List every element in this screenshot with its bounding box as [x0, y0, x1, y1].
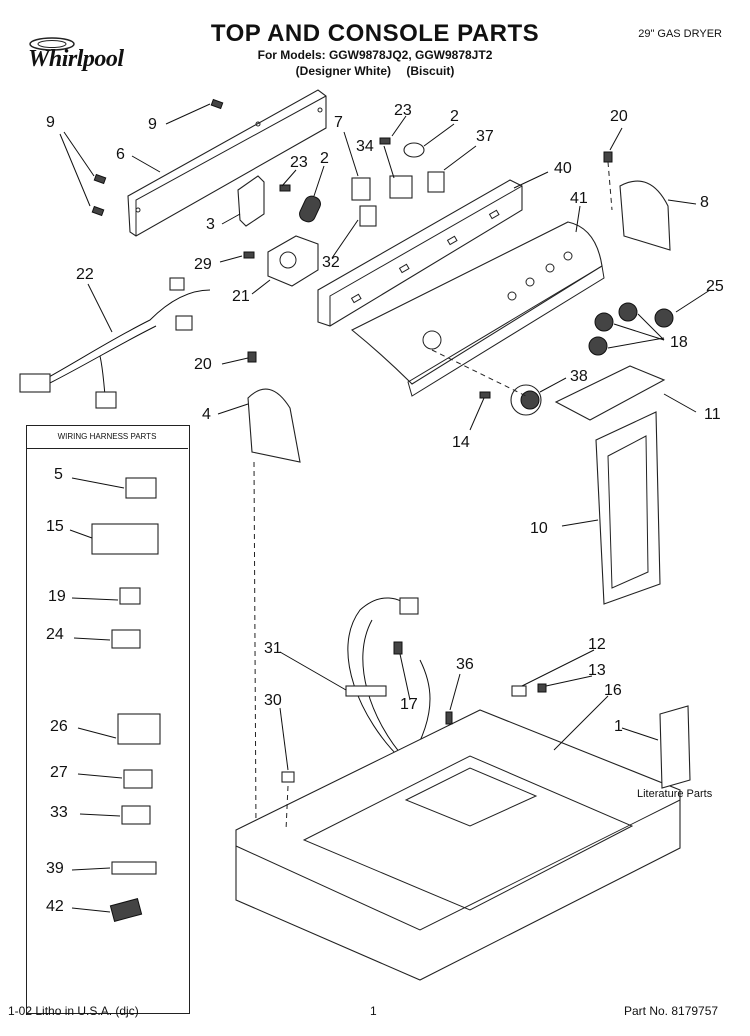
part-29-screw	[243, 251, 255, 259]
part-31-wiring-harness	[345, 597, 431, 761]
part-3-bracket	[237, 175, 265, 227]
wiring-harness-parts-title: WIRING HARNESS PARTS	[57, 432, 157, 441]
part-18-25-knobs	[588, 302, 674, 356]
part-36-screw	[445, 711, 453, 725]
part-17-screw	[393, 641, 403, 655]
callout-5: 5	[54, 466, 63, 483]
callout-27: 27	[50, 764, 68, 781]
callout-29: 29	[194, 256, 212, 273]
part-30-clip	[281, 771, 295, 783]
callout-39: 39	[46, 860, 64, 877]
part-6-rear-panel	[127, 89, 327, 237]
part-11-lint-screen	[554, 365, 666, 421]
callout-26: 26	[50, 718, 68, 735]
leader-lines	[59, 103, 711, 913]
callout-1: 1	[614, 718, 623, 735]
callout-23a: 23	[290, 154, 308, 171]
callout-20b: 20	[194, 356, 212, 373]
callout-21: 21	[232, 288, 250, 305]
callout-3: 3	[206, 216, 215, 233]
part-4-end-cap-left	[247, 388, 301, 463]
dryer-type-label: 29" GAS DRYER	[638, 28, 722, 40]
whirlpool-logo	[29, 37, 75, 51]
callout-32: 32	[322, 254, 340, 271]
callout-37: 37	[476, 128, 494, 145]
variant-designer-white: (Designer White)	[295, 64, 391, 78]
callout-42: 42	[46, 898, 64, 915]
callout-8: 8	[700, 194, 709, 211]
callout-36: 36	[456, 656, 474, 673]
callout-17: 17	[400, 696, 418, 713]
brand-name: Whirlpool	[28, 46, 124, 72]
callout-41: 41	[570, 190, 588, 207]
footer-litho: 1-02 Litho in U.S.A. (djc)	[8, 1004, 139, 1018]
callout-18: 18	[670, 334, 688, 351]
callout-38: 38	[570, 368, 588, 385]
part-41-console	[350, 221, 605, 397]
part-14-screw	[479, 391, 491, 399]
callout-10: 10	[530, 520, 548, 537]
part-23-screws	[279, 137, 391, 192]
part-7-34-32-37-switches	[351, 171, 445, 227]
callout-30: 30	[264, 692, 282, 709]
callout-33: 33	[50, 804, 68, 821]
harness-box-divider	[26, 448, 188, 449]
part-13-screw	[537, 683, 547, 693]
callout-7: 7	[334, 114, 343, 131]
callout-9b: 9	[148, 116, 157, 133]
callout-19: 19	[48, 588, 66, 605]
part-20-screw-left	[247, 351, 257, 363]
callout-16: 16	[604, 682, 622, 699]
footer-page-number: 1	[370, 1004, 377, 1018]
callout-23b: 23	[394, 102, 412, 119]
callout-24: 24	[46, 626, 64, 643]
part-16-top	[235, 709, 681, 981]
part-1-literature	[659, 705, 691, 789]
part-20-screw-right	[603, 151, 613, 163]
callout-13: 13	[588, 662, 606, 679]
part-12-clip	[511, 685, 527, 697]
callout-4: 4	[202, 406, 211, 423]
callout-40: 40	[554, 160, 572, 177]
callout-2a: 2	[320, 150, 329, 167]
callout-25: 25	[706, 278, 724, 295]
part-10-lint-housing	[595, 411, 661, 605]
callout-34: 34	[356, 138, 374, 155]
callout-22: 22	[76, 266, 94, 283]
footer-part-number: Part No. 8179757	[624, 1004, 719, 1018]
callout-31: 31	[264, 640, 282, 657]
part-8-end-cap-right	[619, 180, 671, 251]
callout-15: 15	[46, 518, 64, 535]
callout-20a: 20	[610, 108, 628, 125]
model-numbers: For Models: GGW9878JQ2, GGW9878JT2	[257, 48, 493, 62]
wiring-harness-parts-box	[26, 425, 190, 1014]
part-38-knob	[510, 384, 542, 416]
part-21-timer	[267, 235, 319, 287]
part-2-plugs	[299, 142, 425, 223]
harness-box-parts	[91, 477, 161, 922]
variant-biscuit: (Biscuit)	[406, 64, 455, 78]
literature-parts-label: Literature Parts	[637, 788, 713, 800]
callout-9a: 9	[46, 114, 55, 131]
color-variants: (Designer White) (Biscuit)	[0, 64, 750, 78]
part-40-console-rail	[317, 179, 523, 327]
part-9-screws	[91, 98, 224, 217]
part-22-wiring-harness	[19, 277, 211, 409]
callout-12: 12	[588, 636, 606, 653]
callout-14: 14	[452, 434, 470, 451]
callout-6: 6	[116, 146, 125, 163]
page-title: TOP AND CONSOLE PARTS	[210, 20, 540, 47]
callout-11: 11	[704, 406, 721, 423]
callout-2b: 2	[450, 108, 459, 125]
